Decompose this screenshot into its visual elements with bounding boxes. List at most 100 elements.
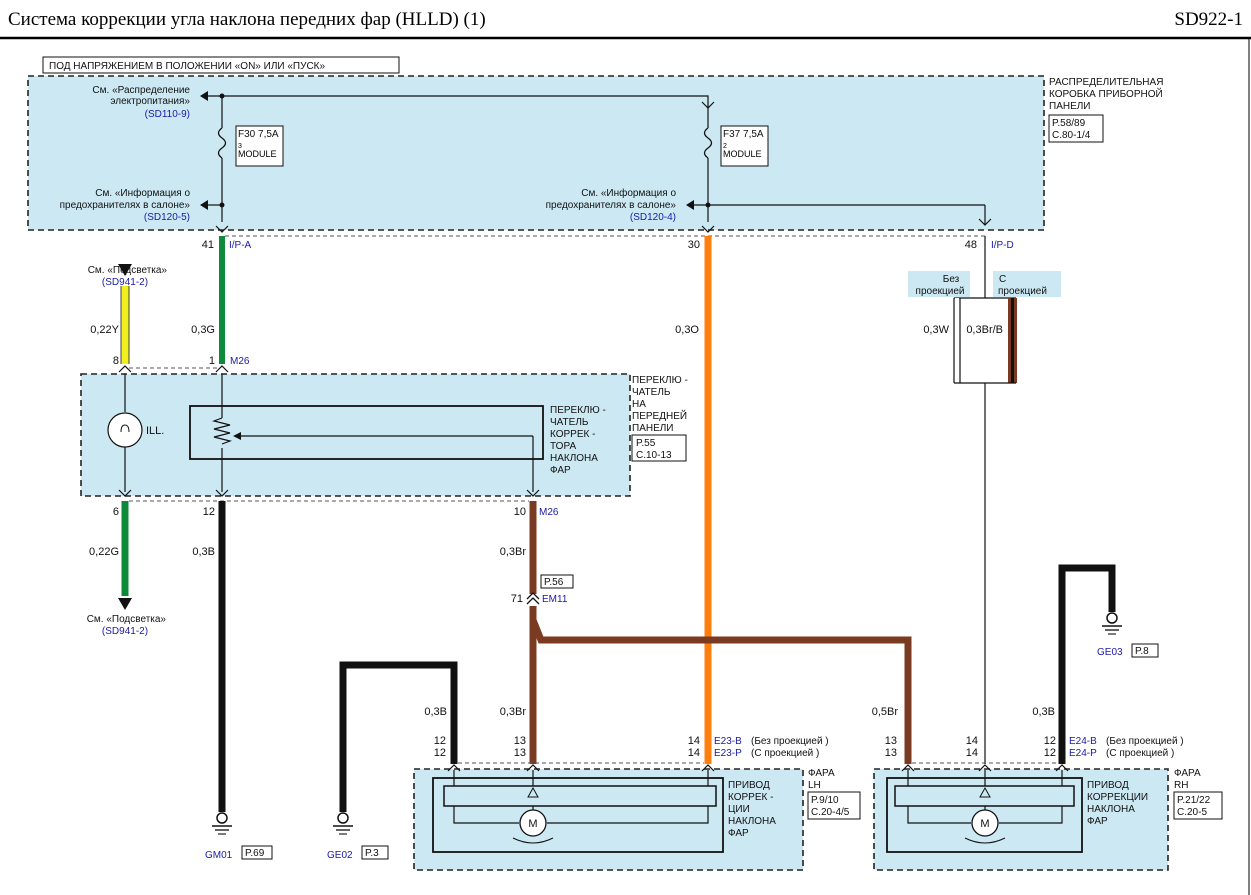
switch-inner-3: КОРРЕК - bbox=[550, 429, 595, 440]
arrow-illum-bottom bbox=[118, 598, 132, 610]
switch-name-2: ЧАТЕЛЬ bbox=[632, 387, 671, 398]
lh-ref-box bbox=[807, 791, 861, 820]
wire-0-3b-ge03[interactable] bbox=[1058, 564, 1116, 764]
illum-top-code[interactable]: (SD941-2) bbox=[102, 277, 148, 288]
em11-ref-box bbox=[540, 574, 574, 589]
label-0-3b-ge02: 0,3B bbox=[424, 706, 447, 718]
lh-pin-a1: 12 bbox=[434, 735, 446, 747]
junction-box-ref-1: P.58/89 bbox=[1052, 118, 1086, 129]
wire-0-3w[interactable] bbox=[955, 298, 959, 383]
pin-12: 12 bbox=[203, 506, 215, 518]
wire-0-5br[interactable] bbox=[529, 606, 912, 764]
lh-inner-3: ЦИИ bbox=[728, 804, 750, 815]
lh-conn-b[interactable]: E23-B bbox=[714, 736, 742, 747]
label-0-3o: 0,3O bbox=[675, 324, 699, 336]
label-0-22g: 0,22G bbox=[89, 546, 119, 558]
lh-inner-5: ФАР bbox=[728, 828, 749, 839]
lh-motor-icon bbox=[519, 809, 547, 837]
lh-motor-label: M bbox=[528, 818, 537, 830]
switch-inner-6: ФАР bbox=[550, 465, 571, 476]
page-title: Система коррекции угла наклона передних … bbox=[8, 9, 486, 30]
label-0-3br-lh: 0,3Br bbox=[500, 706, 527, 718]
ref-fuse-left-code[interactable]: (SD120-5) bbox=[144, 212, 190, 223]
fuse-f30-num: 3 bbox=[238, 143, 242, 150]
label-0-3br-switch: 0,3Br bbox=[500, 546, 527, 558]
ref-fuse-right-code[interactable]: (SD120-4) bbox=[630, 212, 676, 223]
variant-with-projection-1: С bbox=[999, 274, 1006, 285]
pin-6: 6 bbox=[113, 506, 119, 518]
junction-box-ref-2: C.80-1/4 bbox=[1052, 130, 1091, 141]
ill-label: ILL. bbox=[146, 425, 164, 437]
ground-ge02-ref-box bbox=[361, 845, 389, 860]
power-label: ПОД НАПРЯЖЕНИЕМ В ПОЛОЖЕНИИ «ON» ИЛИ «ПУ… bbox=[49, 61, 325, 72]
label-0-3b-ge03: 0,3B bbox=[1032, 706, 1055, 718]
em11-pin: 71 bbox=[511, 593, 523, 605]
lh-ref-2: C.20-4/5 bbox=[811, 807, 850, 818]
ground-gm01-ref-box bbox=[241, 845, 273, 860]
ground-gm01-ref: P.69 bbox=[245, 848, 265, 859]
ground-ge03-name[interactable]: GE03 bbox=[1097, 647, 1123, 658]
fuse-f37-num: 2 bbox=[723, 143, 727, 150]
rh-conn-p[interactable]: E24-P bbox=[1069, 748, 1097, 759]
lh-pin-c2: 14 bbox=[688, 747, 700, 759]
fuse-f37-box bbox=[720, 125, 769, 167]
switch-inner-2: ЧАТЕЛЬ bbox=[550, 417, 589, 428]
lh-ref-1: P.9/10 bbox=[811, 795, 839, 806]
lh-pin-c1: 14 bbox=[688, 735, 700, 747]
wire-0-3b-ge02[interactable] bbox=[339, 661, 458, 812]
em11-conn[interactable]: EM11 bbox=[542, 594, 568, 605]
fuse-f30-name: MODULE bbox=[238, 149, 277, 159]
rh-inner-1: ПРИВОД bbox=[1087, 780, 1129, 791]
label-0-3g: 0,3G bbox=[191, 324, 215, 336]
pin-1: 1 bbox=[209, 355, 215, 367]
ground-ge03-ref-box bbox=[1131, 643, 1159, 658]
conn-m26-top[interactable]: M26 bbox=[230, 356, 250, 367]
rh-motor-icon bbox=[971, 809, 999, 837]
arrow-illum-top bbox=[118, 264, 132, 276]
lh-inner-2: КОРРЕК - bbox=[728, 792, 773, 803]
conn-m26-bottom[interactable]: M26 bbox=[539, 507, 559, 518]
ground-ge02-name[interactable]: GE02 bbox=[327, 850, 353, 861]
pin-10: 10 bbox=[514, 506, 526, 518]
ref-power-line2: электропитания» bbox=[110, 96, 190, 107]
switch-ref-1: P.55 bbox=[636, 438, 656, 449]
ref-fuse-left-line2: предохранителях в салоне» bbox=[60, 200, 191, 211]
switch-inner-5: НАКЛОНА bbox=[550, 453, 598, 464]
pin-8: 8 bbox=[113, 355, 119, 367]
ground-gm01-name[interactable]: GM01 bbox=[205, 850, 233, 861]
wiper-arrow bbox=[233, 432, 241, 440]
pin-48: 48 bbox=[965, 239, 977, 251]
rh-conn-b[interactable]: E24-B bbox=[1069, 736, 1097, 747]
conn-ip-d[interactable]: I/P-D bbox=[991, 240, 1014, 251]
power-label-box bbox=[42, 56, 400, 74]
rh-ref-1: P.21/22 bbox=[1177, 795, 1211, 806]
switch-ref-2: C.10-13 bbox=[636, 450, 672, 461]
junction-box-name-3: ПАНЕЛИ bbox=[1049, 101, 1091, 112]
arrow-fuse-info-right bbox=[686, 200, 694, 210]
illumination-lamp bbox=[107, 412, 143, 448]
rh-pin-a1: 13 bbox=[885, 735, 897, 747]
rh-motor-label: M bbox=[980, 818, 989, 830]
variant-with-projection-2: проекцией bbox=[998, 286, 1047, 297]
lh-inner-4: НАКЛОНА bbox=[728, 816, 776, 827]
pin-41: 41 bbox=[202, 239, 214, 251]
ref-fuse-right-line2: предохранителях в салоне» bbox=[546, 200, 677, 211]
lh-conn-p[interactable]: E23-P bbox=[714, 748, 742, 759]
label-0-3w: 0,3W bbox=[923, 324, 949, 336]
rh-inner-4: ФАР bbox=[1087, 816, 1108, 827]
rh-ref-box bbox=[1173, 791, 1223, 820]
rh-pin-c2: 12 bbox=[1044, 747, 1056, 759]
junction-box-name-1: РАСПРЕДЕЛИТЕЛЬНАЯ bbox=[1049, 77, 1163, 88]
ground-gm01-terminal bbox=[216, 812, 228, 824]
ref-power-code[interactable]: (SD110-9) bbox=[145, 109, 190, 120]
power-bus-line bbox=[208, 95, 709, 108]
arrow-power-ref bbox=[200, 91, 208, 101]
diagram-code: SD922-1 bbox=[1174, 9, 1243, 30]
rh-pin-b2: 14 bbox=[966, 747, 978, 759]
conn-ip-a[interactable]: I/P-A bbox=[229, 240, 252, 251]
variant-no-projection-2: проекцией bbox=[916, 286, 965, 297]
ref-fuse-right-line1: См. «Информация о bbox=[581, 187, 676, 199]
illum-bottom-code[interactable]: (SD941-2) bbox=[102, 626, 148, 637]
lh-actuator-bar bbox=[443, 785, 717, 807]
em11-ref: P.56 bbox=[544, 577, 564, 588]
